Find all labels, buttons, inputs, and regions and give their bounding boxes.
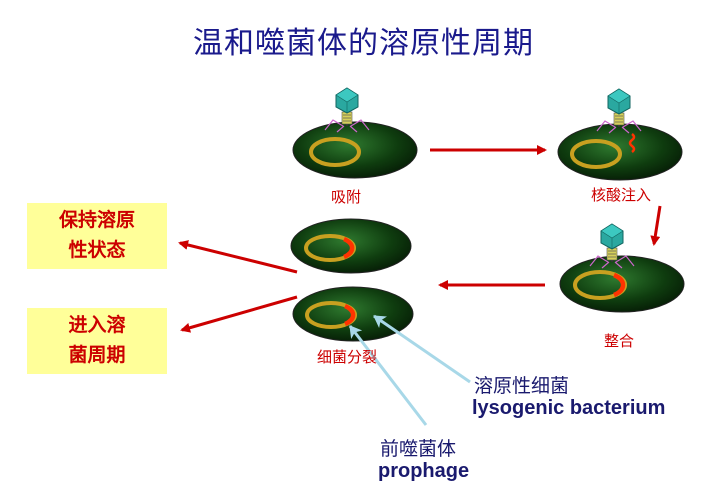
annotation-lysogen-en: lysogenic bacterium [472,397,666,419]
arrow-to-lytic [180,295,298,333]
page-title: 温和噬菌体的溶原性周期 [193,26,534,61]
integrated-prophage [613,272,626,298]
label-injection: 核酸注入 [591,186,652,204]
bacterial-chromosome [309,137,361,167]
bacterial-chromosome [570,139,622,169]
arrow-to-maintain [178,240,298,274]
outcome-lytic-line2: 菌周期 [68,344,126,366]
pointer-lysogen [373,314,471,384]
cell-integration [559,255,685,313]
outcome-lytic-line1: 进入溶 [68,314,126,336]
cell-injection [557,123,683,181]
outcome-enter-lytic: 进入溶 菌周期 [27,308,167,374]
annotation-prophage-cn: 前噬菌体 [380,438,457,460]
annotation-prophage-en: prophage [378,460,470,482]
cell-adsorption [292,121,418,179]
phage-dna [628,133,636,153]
label-adsorption: 吸附 [331,188,362,206]
cell-division-bottom [292,286,414,342]
pointer-prophage [348,325,428,426]
outcome-maintain-line2: 性状态 [68,239,126,261]
label-division: 细菌分裂 [317,348,378,366]
outcome-maintain-lysogeny: 保持溶原 性状态 [27,203,167,269]
annotation-lysogen-cn: 溶原性细菌 [474,375,570,397]
cell-division-top [290,218,412,274]
arrow-to-integration [650,205,662,246]
label-integration: 整合 [604,332,635,350]
outcome-maintain-line1: 保持溶原 [58,209,135,231]
